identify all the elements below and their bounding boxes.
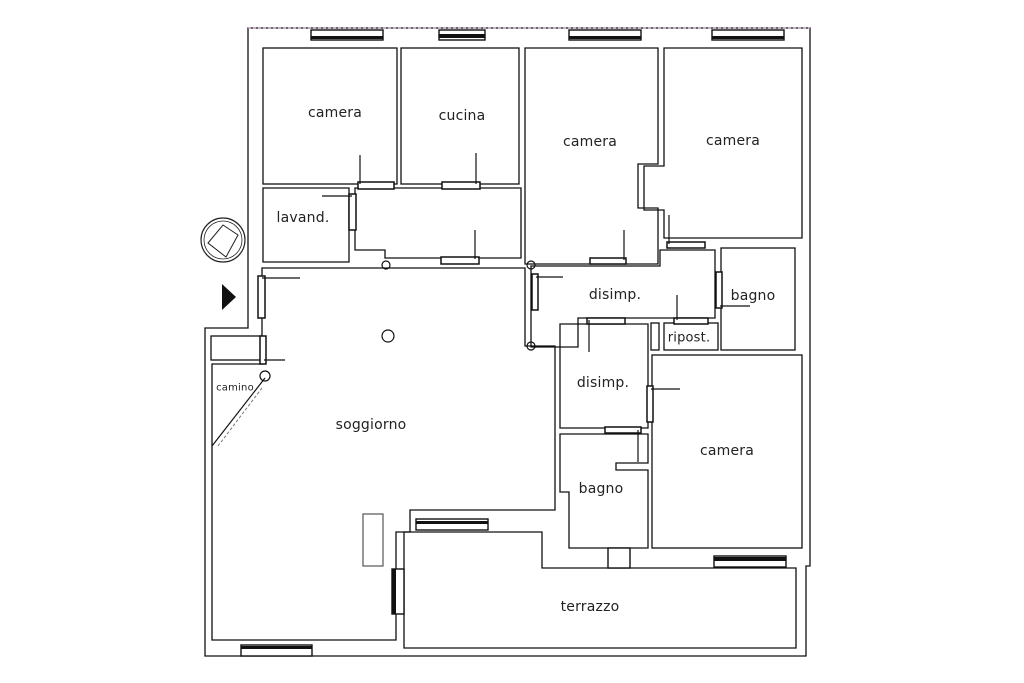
room-lavanderia: lavand. [276,210,330,226]
entrance-triangle-icon [222,284,236,310]
room-camera-1: camera [307,105,363,121]
bagno-2-walls [559,433,649,549]
lavanderia-walls [262,187,350,263]
room-terrazzo: terrazzo [560,599,620,615]
camera-2-walls [524,47,659,265]
windows [240,29,787,657]
room-soggiorno: soggiorno [335,417,407,433]
outer-wall [204,27,811,657]
room-disimpegno-1: disimp. [588,287,642,303]
room-bagno-1: bagno [730,288,776,304]
corridor-walls [354,187,522,259]
room-disimpegno-2: disimp. [576,375,630,391]
room-camera-3: camera [705,133,761,149]
compass-rose-icon [198,215,248,265]
soggiorno-walls [211,267,556,641]
camera-4-walls [651,354,803,549]
doors [257,181,723,434]
camera-3-walls [643,47,803,239]
room-bagno-2: bagno [578,481,624,497]
camino-block [210,335,262,361]
room-camera-4: camera [699,443,755,459]
annotation-camino: camino [216,382,254,394]
room-cucina: cucina [438,108,486,124]
room-ripostiglio: ripost. [667,330,711,346]
room-camera-2: camera [562,134,618,150]
camera-1-walls [262,47,398,185]
terrazzo-walls [403,531,797,649]
